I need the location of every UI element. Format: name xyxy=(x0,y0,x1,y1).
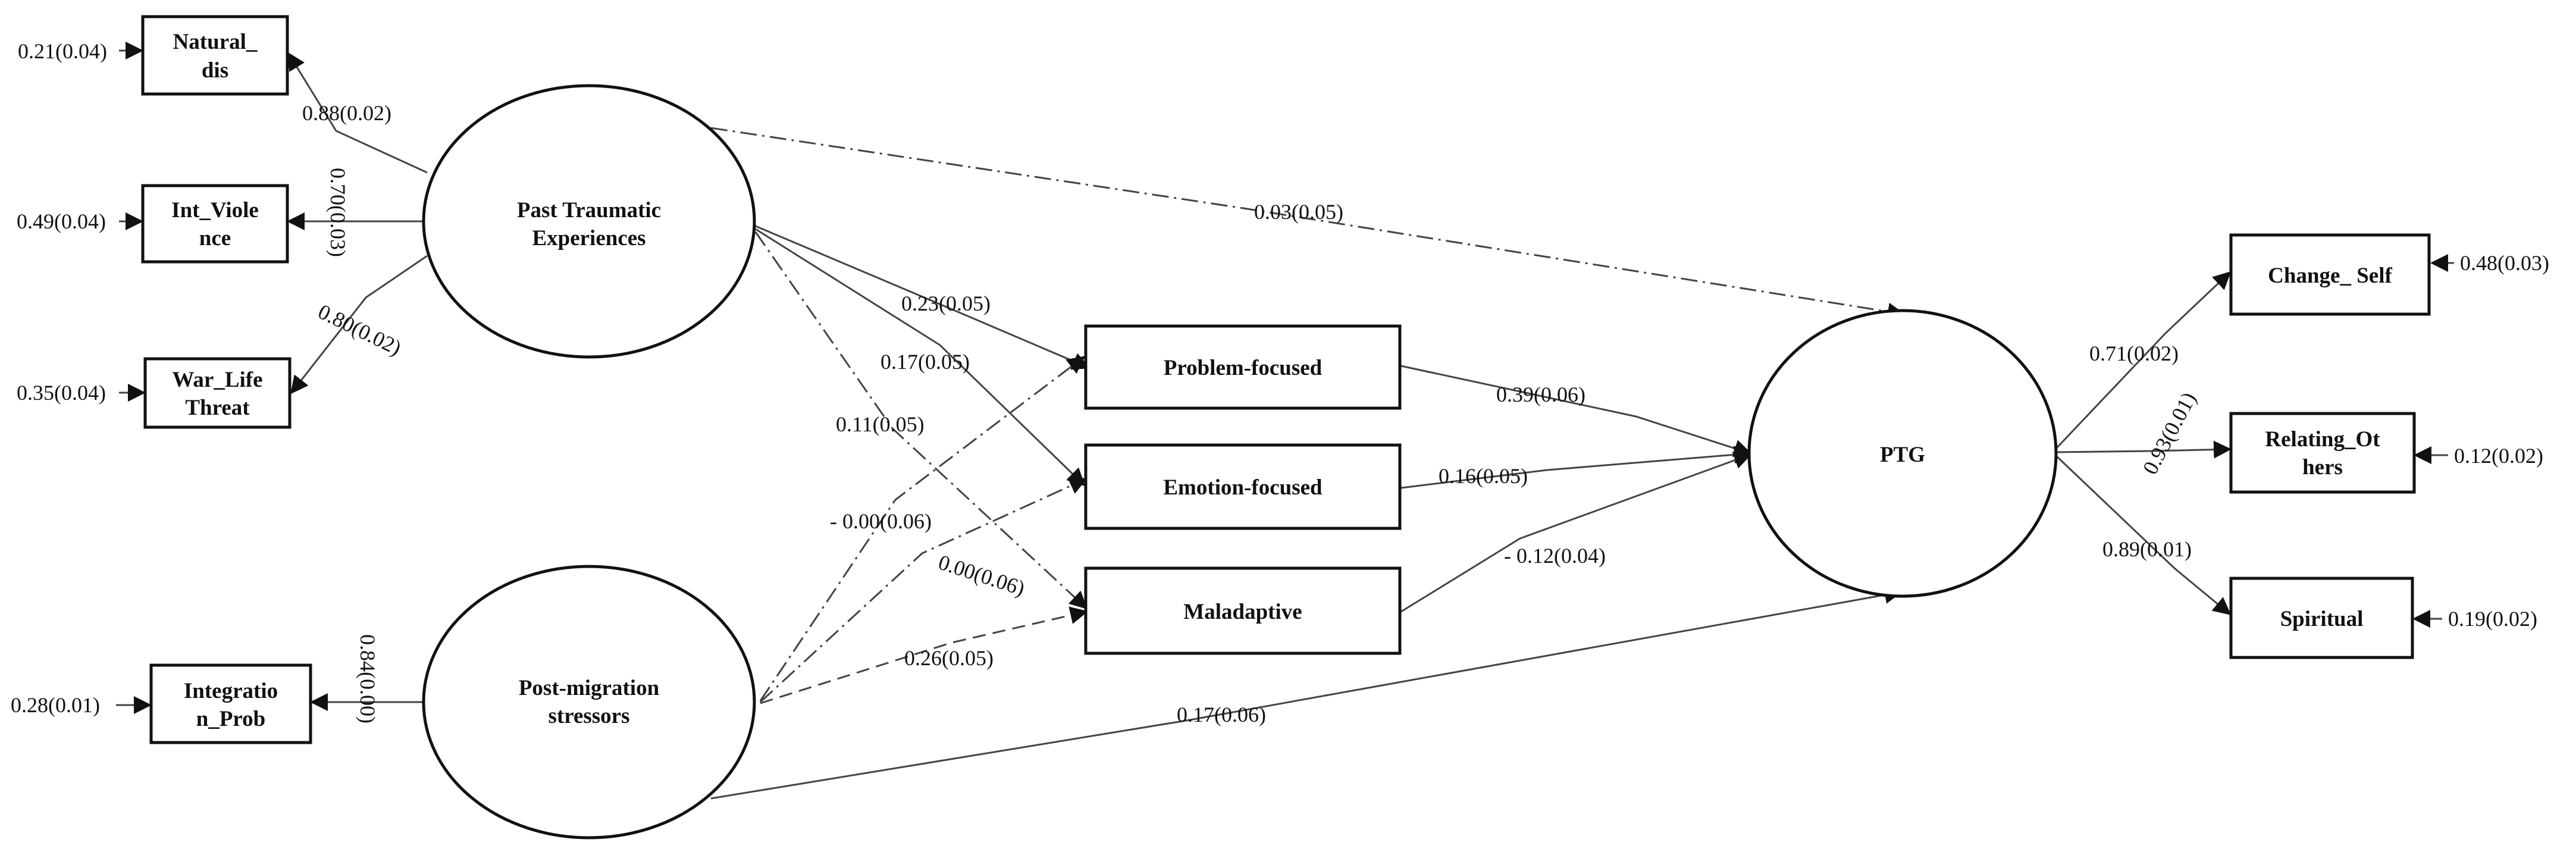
error-spiritual: 0.19(0.02) xyxy=(2448,607,2537,631)
natural-dis-label-1: Natural_ xyxy=(173,30,258,54)
latent-past-traumatic-experiences: Past Traumatic Experiences xyxy=(422,84,756,359)
error-int-violence: 0.49(0.04) xyxy=(17,209,106,233)
past-trauma-label-2: Experiences xyxy=(532,226,645,250)
loading-arrow-relating xyxy=(2055,440,2232,459)
indicator-change-self: Change_ Self xyxy=(2229,233,2431,316)
path-arrow-past-problem xyxy=(755,225,1090,370)
path-arrow-post-emotion xyxy=(759,477,1088,703)
error-change-self: 0.48(0.03) xyxy=(2460,251,2549,275)
coping-maladaptive: Maladaptive xyxy=(1084,566,1402,655)
path-arrow-post-maladaptive xyxy=(760,606,1088,704)
maladaptive-label: Maladaptive xyxy=(1183,600,1302,624)
path-arrow-maladaptive-ptg xyxy=(1400,452,1752,613)
coping-emotion-focused: Emotion-focused xyxy=(1084,443,1402,530)
loading-change-self: 0.71(0.02) xyxy=(2089,342,2179,365)
emotion-focused-label: Emotion-focused xyxy=(1163,475,1323,500)
path-coef-maladaptive-ptg: - 0.12(0.04) xyxy=(1504,544,1606,568)
post-migration-label-2: stressors xyxy=(548,704,629,728)
loading-arrow-war-life xyxy=(290,255,428,394)
spiritual-label: Spiritual xyxy=(2280,607,2364,631)
integration-label-2: n_Prob xyxy=(196,707,266,731)
indicator-integration: Integratio n_Prob xyxy=(149,663,312,744)
problem-focused-label: Problem-focused xyxy=(1164,356,1323,380)
indicator-int-violence: Int_Viole nce xyxy=(141,184,289,264)
latent-ptg: PTG xyxy=(1747,309,2058,598)
war-life-label-1: War_Life xyxy=(172,368,262,392)
path-coef-post-maladaptive: 0.26(0.05) xyxy=(904,646,994,670)
indicator-relating-others: Relating_Ot hers xyxy=(2229,412,2416,494)
path-coef-post-problem: - 0.00(0.06) xyxy=(830,509,932,533)
coping-problem-focused: Problem-focused xyxy=(1084,324,1402,410)
path-coef-post-ptg: 0.17(0.06) xyxy=(1177,703,1266,726)
path-arrow-past-maladaptive xyxy=(754,231,1088,610)
loading-arrow-natural-dis xyxy=(287,52,428,174)
loading-relating: 0.93(0.01) xyxy=(2138,389,2201,478)
loading-war-life: 0.80(0.02) xyxy=(314,299,405,360)
path-coef-past-emotion: 0.17(0.05) xyxy=(880,350,970,374)
path-coef-problem-ptg: 0.39(0.06) xyxy=(1496,383,1585,406)
post-migration-label-1: Post-migration xyxy=(519,676,660,700)
past-trauma-label-1: Past Traumatic xyxy=(517,198,661,223)
loading-integration: 0.84(0.00) xyxy=(356,634,380,724)
integration-label-1: Integratio xyxy=(184,679,278,703)
path-coef-past-problem: 0.23(0.05) xyxy=(901,292,991,315)
ptg-label: PTG xyxy=(1880,443,1925,467)
error-natural-dis: 0.21(0.04) xyxy=(18,39,107,63)
path-arrow-problem-ptg xyxy=(1400,365,1752,457)
loading-arrow-change-self xyxy=(2054,271,2232,450)
int-violence-label-1: Int_Viole xyxy=(171,198,259,223)
loading-spiritual: 0.89(0.01) xyxy=(2102,537,2192,561)
path-coef-past-ptg: 0.03(0.05) xyxy=(1254,200,1343,224)
latent-post-migration-stressors: Post-migration stressors xyxy=(422,565,756,840)
loading-arrow-spiritual xyxy=(2054,454,2232,615)
relating-label-1: Relating_Ot xyxy=(2265,427,2380,452)
error-relating: 0.12(0.02) xyxy=(2454,444,2543,468)
error-integration: 0.28(0.01) xyxy=(11,693,100,717)
path-arrow-past-emotion xyxy=(755,228,1086,487)
path-arrow-past-ptg xyxy=(710,127,1906,321)
path-coef-post-emotion: 0.00(0.06) xyxy=(936,550,1028,600)
change-self-label: Change_ Self xyxy=(2268,264,2392,288)
path-arrow-emotion-ptg xyxy=(1400,446,1752,489)
path-arrow-post-problem xyxy=(759,356,1086,701)
path-arrow-post-ptg xyxy=(710,586,1903,800)
path-coef-past-maladaptive: 0.11(0.05) xyxy=(836,412,925,436)
natural-dis-label-2: dis xyxy=(202,58,228,83)
path-coef-emotion-ptg: 0.16(0.05) xyxy=(1439,464,1528,488)
loading-natural-dis: 0.88(0.02) xyxy=(302,101,391,125)
loading-int-violence: 0.70(0.03) xyxy=(326,168,350,257)
war-life-label-2: Threat xyxy=(185,396,250,420)
relating-label-2: hers xyxy=(2302,455,2343,480)
indicator-war-life: War_Life Threat xyxy=(143,357,292,429)
indicator-spiritual: Spiritual xyxy=(2229,577,2414,659)
error-war-life: 0.35(0.04) xyxy=(17,381,106,405)
indicator-natural-dis: Natural_ dis xyxy=(141,15,289,96)
int-violence-label-2: nce xyxy=(199,226,231,250)
